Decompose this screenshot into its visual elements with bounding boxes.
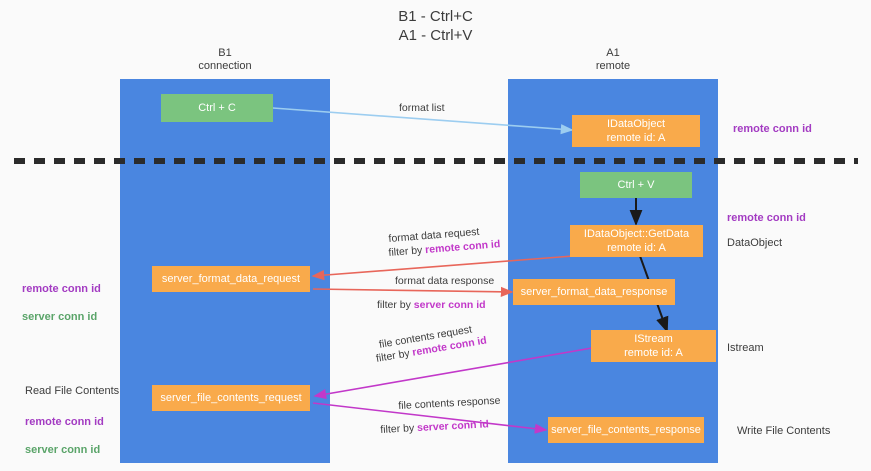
edge-label-format-data-response-filter: filter by server conn id [377,298,486,312]
node-server-file-contents-request[interactable]: server_file_contents_request [152,385,310,411]
left-label-server-conn-id: server conn id [22,311,98,323]
node-idataobject-getdata[interactable]: IDataObject::GetData remote id: A [570,225,703,257]
node-ctrl-v[interactable]: Ctrl + V [580,172,692,198]
left-label-remote-conn-id-2: remote conn id [25,416,104,428]
left-label-conn-ids-bottom: remote conn id server conn id [25,401,104,471]
right-label-write-file-contents: Write File Contents [737,425,831,437]
filter-key-server-conn-id: server conn id [413,299,486,311]
filter-key-server-conn-id: server conn id [416,418,490,435]
edge-label-file-contents-response-filter: filter by server conn id [380,417,489,437]
edge-label-format-list: format list [399,102,445,114]
edge-label-file-contents-response-text: file contents response [398,394,501,412]
lane-header-a1: A1 remote [595,47,631,72]
edge-label-file-contents-response: file contents response [398,394,501,413]
node-istream[interactable]: IStream remote id: A [591,330,716,362]
left-label-remote-conn-id: remote conn id [22,283,101,295]
node-server-format-data-request[interactable]: server_format_data_request [152,266,310,292]
lane-header-b1: B1 connection [198,47,252,72]
left-label-server-conn-id-2: server conn id [25,444,101,456]
right-label-remote-conn-id-mid: remote conn id [727,212,806,224]
edge-label-format-data-response: format data response [395,275,495,287]
node-idataobject[interactable]: IDataObject remote id: A [572,115,700,147]
right-label-remote-conn-id-top: remote conn id [733,123,812,135]
right-label-dataobject: DataObject [727,237,783,249]
left-label-conn-ids-top: remote conn id server conn id [22,268,101,338]
left-label-read-file-contents: Read File Contents [25,385,120,397]
node-server-format-data-response[interactable]: server_format_data_response [513,279,675,305]
node-server-file-contents-response[interactable]: server_file_contents_response [548,417,704,443]
right-label-istream: Istream [727,342,764,354]
node-ctrl-c[interactable]: Ctrl + C [161,94,273,122]
filter-prefix: filter by [380,422,418,436]
connector-format-data-response [312,286,514,297]
filter-prefix: filter by [388,244,426,259]
page-title: B1 - Ctrl+C A1 - Ctrl+V [398,8,473,44]
filter-prefix: filter by [377,299,414,311]
